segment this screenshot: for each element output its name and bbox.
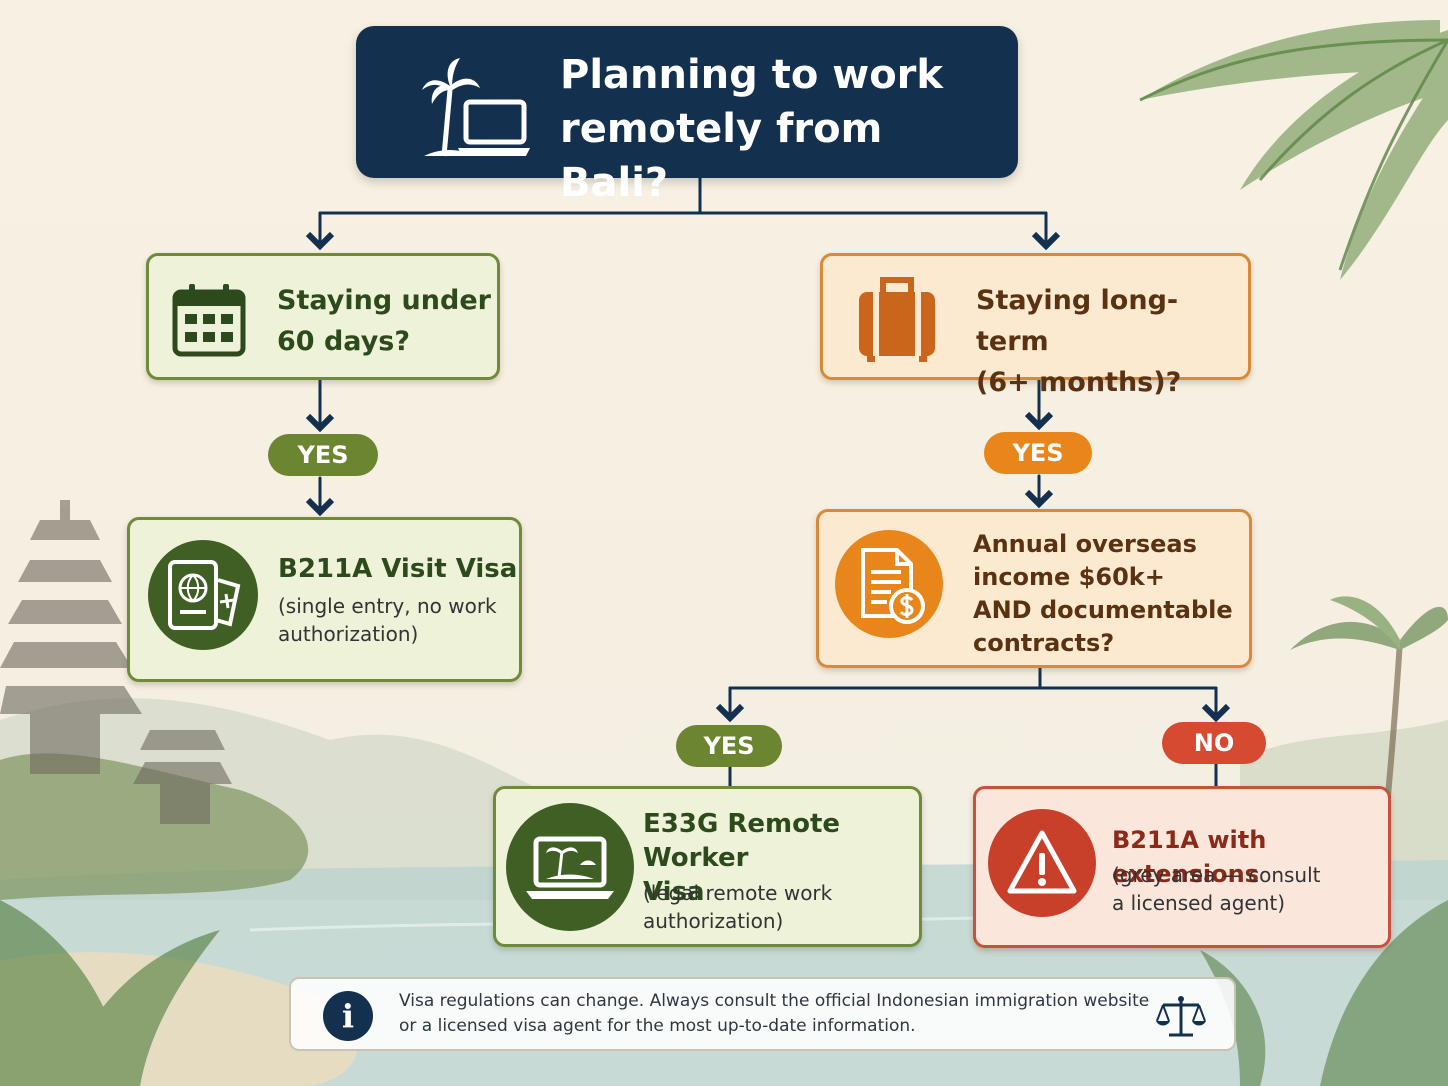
title-line-1: Planning to work: [560, 52, 944, 98]
e33g-subtitle-line-1: (legal remote work: [643, 881, 833, 905]
income-question-line-1: Annual overseas: [973, 530, 1197, 558]
foliage-bottom-left: [0, 900, 220, 1086]
warning-icon-circle: [988, 809, 1096, 917]
disclaimer-line-2: or a licensed visa agent for the most up…: [399, 1016, 916, 1036]
short-stay-question-box: Staying under 60 days?: [146, 253, 500, 380]
short-stay-question-line-1: Staying under: [277, 285, 491, 316]
e33g-remote-worker-visa-title: E33G Remote Worker Visa: [643, 807, 919, 909]
e33g-title-line-2: Visa: [643, 877, 705, 907]
e33g-remote-worker-visa-subtitle: (legal remote work authorization): [643, 879, 919, 935]
income-icon-circle: [835, 530, 943, 638]
b211a-visit-visa-box: B211A Visit Visa (single entry, no work …: [127, 517, 522, 682]
connector-income-split: [728, 666, 1218, 690]
suitcase-icon: [859, 277, 935, 362]
income-question-line-2: income $60k+: [973, 563, 1165, 591]
palm-fronds-top-right: [1140, 20, 1448, 280]
b211a-extensions-subtitle-line-1: (grey area — consult: [1112, 863, 1321, 887]
short-stay-question: Staying under 60 days?: [277, 280, 493, 362]
scales-of-justice-icon: [1156, 996, 1206, 1037]
b211a-extensions-subtitle-line-2: a licensed agent): [1112, 891, 1286, 915]
passport-icon-circle: [148, 540, 258, 650]
title-line-2: remotely from Bali?: [560, 106, 883, 206]
short-stay-yes-badge: YES: [268, 434, 378, 476]
long-stay-question-line-1: Staying long-term: [976, 285, 1179, 357]
laptop-palm-icon: [526, 836, 614, 899]
palm-tree-right: [1290, 596, 1448, 881]
title-box: Planning to work remotely from Bali?: [356, 26, 1018, 206]
long-stay-question-line-2: (6+ months)?: [976, 367, 1182, 398]
short-stay-question-line-2: 60 days?: [277, 326, 411, 357]
laptop-icon-circle: [506, 803, 634, 931]
b211a-visit-visa-subtitle-line-1: (single entry, no work: [278, 594, 497, 618]
page-title: Planning to work remotely from Bali?: [560, 48, 1000, 210]
disclaimer-line-1: Visa regulations can change. Always cons…: [399, 991, 1150, 1011]
info-icon: i: [323, 991, 373, 1041]
calendar-icon: [172, 284, 246, 357]
warning-icon: [1007, 830, 1077, 894]
income-question-line-3: AND documentable: [973, 596, 1233, 624]
b211a-visit-visa-subtitle-line-2: authorization): [278, 622, 419, 646]
b211a-extensions-title: B211A with extensions: [1112, 826, 1267, 888]
income-question-box: Annual overseas income $60k+ AND documen…: [816, 509, 1252, 668]
income-question-line-4: contracts?: [973, 629, 1115, 657]
long-stay-question: Staying long-term (6+ months)?: [976, 280, 1246, 403]
b211a-extensions-box: B211A with extensions (grey area — consu…: [973, 786, 1391, 948]
disclaimer-box: i Visa regulations can change. Always co…: [289, 977, 1236, 1051]
e33g-title-line-1: E33G Remote Worker: [643, 809, 841, 873]
long-stay-yes-badge: YES: [984, 432, 1092, 474]
b211a-visit-visa-subtitle: (single entry, no work authorization): [278, 592, 518, 648]
passport-ticket-icon: [168, 560, 241, 630]
income-question: Annual overseas income $60k+ AND documen…: [973, 528, 1243, 660]
cliff: [0, 753, 309, 900]
connector-title-to-branches: [318, 176, 1048, 215]
document-dollar-icon: [861, 548, 925, 624]
income-no-badge: NO: [1162, 722, 1266, 764]
b211a-extensions-subtitle: (grey area — consult a licensed agent): [1112, 861, 1390, 917]
palm-laptop-icon: [422, 58, 530, 157]
income-yes-badge: YES: [676, 725, 782, 767]
b211a-visit-visa-title: B211A Visit Visa: [278, 554, 518, 584]
long-stay-question-box: Staying long-term (6+ months)?: [820, 253, 1251, 398]
disclaimer-text: Visa regulations can change. Always cons…: [399, 989, 1159, 1039]
temple-pagoda: [0, 500, 232, 824]
e33g-subtitle-line-2: authorization): [643, 909, 784, 933]
e33g-remote-worker-visa-box: E33G Remote Worker Visa (legal remote wo…: [493, 786, 922, 947]
